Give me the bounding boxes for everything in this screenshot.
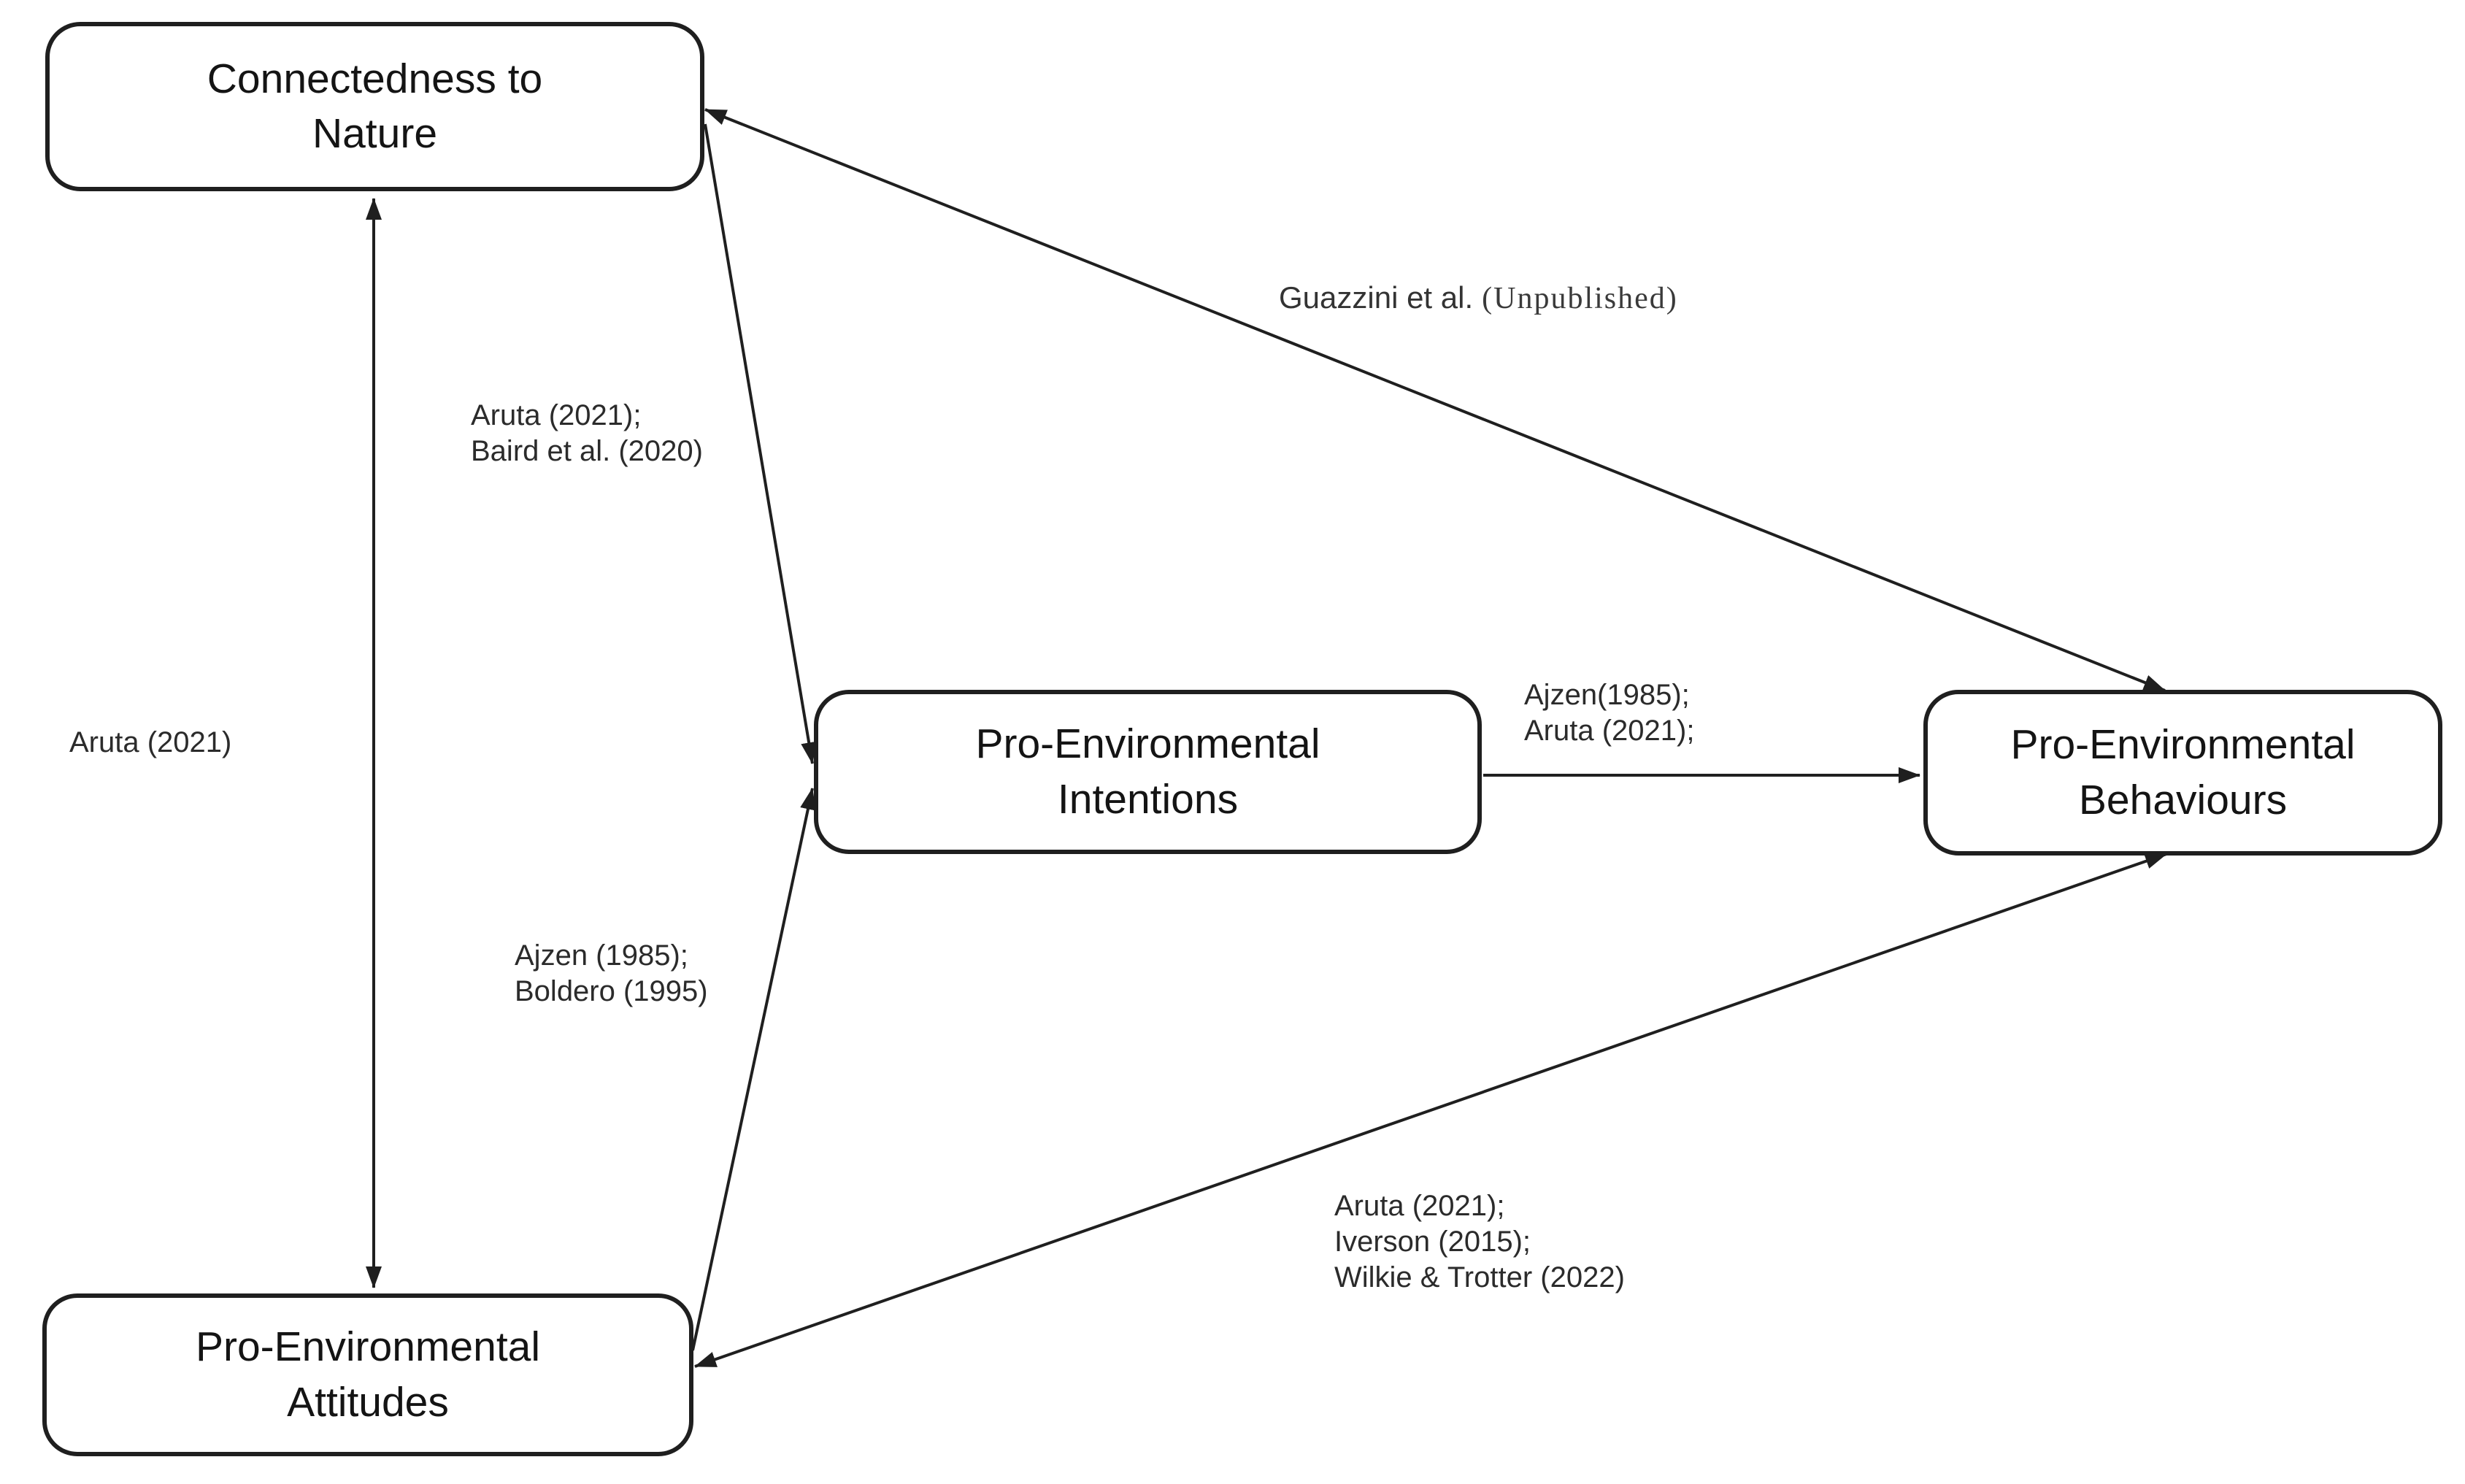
node-connectedness-to-nature: Connectedness to Nature <box>45 22 704 191</box>
edge-label-attitudes-behaviours: Aruta (2021); Iverson (2015); Wilkie & T… <box>1334 1190 1625 1293</box>
node-attitudes-label: Pro-Environmental Attitudes <box>195 1323 541 1426</box>
node-pro-environmental-intentions: Pro-Environmental Intentions <box>814 690 1482 854</box>
edge-connectedness-behaviours <box>704 108 2166 692</box>
edge-label-connectedness-behaviours: Guazzini et al.(Unpublished) <box>1279 279 1678 318</box>
edge-attitudes-behaviours <box>694 853 2167 1368</box>
edge-label-intentions-behaviours: Ajzen(1985); Aruta (2021); <box>1524 679 1695 747</box>
node-pro-environmental-attitudes: Pro-Environmental Attitudes <box>42 1293 693 1456</box>
node-intentions-label: Pro-Environmental Intentions <box>975 720 1320 823</box>
edge-label-guazzini-sans: Guazzini et al. <box>1279 280 1474 315</box>
edge-label-connectedness-attitudes: Aruta (2021) <box>69 726 232 758</box>
edge-label-guazzini-serif: (Unpublished) <box>1482 282 1678 315</box>
edge-label-connectedness-intentions: Aruta (2021); Baird et al. (2020) <box>471 399 703 467</box>
node-pro-environmental-behaviours: Pro-Environmental Behaviours <box>1923 690 2442 856</box>
edge-connectedness-intentions <box>704 123 818 764</box>
edge-attitudes-intentions <box>691 788 816 1351</box>
node-behaviours-label: Pro-Environmental Behaviours <box>2010 721 2356 823</box>
edge-label-attitudes-intentions: Ajzen (1985); Boldero (1995) <box>515 939 708 1007</box>
node-connectedness-label: Connectedness to Nature <box>207 55 543 157</box>
